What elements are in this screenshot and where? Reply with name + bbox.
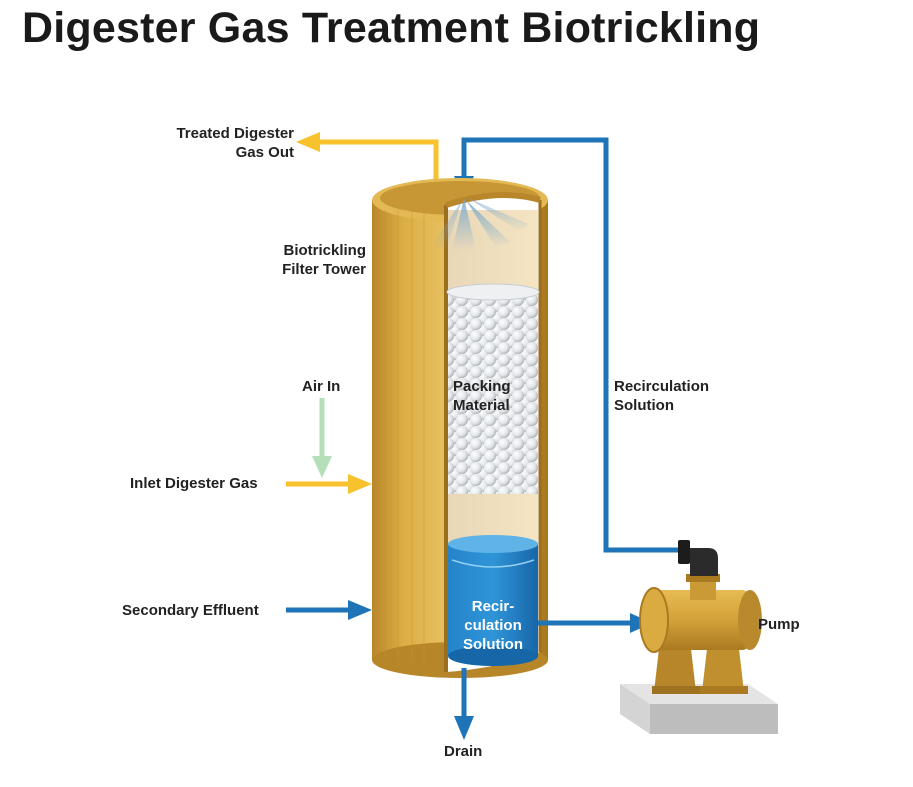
label-air-in: Air In: [302, 378, 341, 395]
label-pump: Pump: [758, 616, 800, 633]
spray-nozzle: [432, 198, 528, 250]
label-inlet-gas: Inlet Digester Gas: [130, 475, 258, 492]
pump: [620, 540, 778, 734]
label-recirculation-solution: Recirculation Solution: [614, 378, 710, 414]
air-in-line: [312, 398, 332, 478]
tank-to-pump-line: [538, 613, 652, 633]
packing-material: [446, 283, 540, 494]
recirculation-tank-water: [448, 535, 538, 666]
label-filter-tower: Biotrickling Filter Tower: [282, 242, 366, 278]
label-recirculation-tank: Recir- culation Solution: [463, 598, 523, 653]
label-packing-material: Packing Material: [453, 378, 511, 414]
page-title: Digester Gas Treatment Biotrickling: [22, 4, 761, 52]
treated-gas-out-line: [296, 132, 439, 183]
label-secondary-effluent: Secondary Effluent: [122, 602, 259, 619]
secondary-effluent-line: [286, 600, 372, 620]
label-drain: Drain: [444, 743, 483, 760]
label-treated-gas-out: Treated Digester Gas Out: [176, 125, 294, 161]
inlet-gas-line: [286, 474, 372, 494]
drain-line: [454, 668, 474, 740]
